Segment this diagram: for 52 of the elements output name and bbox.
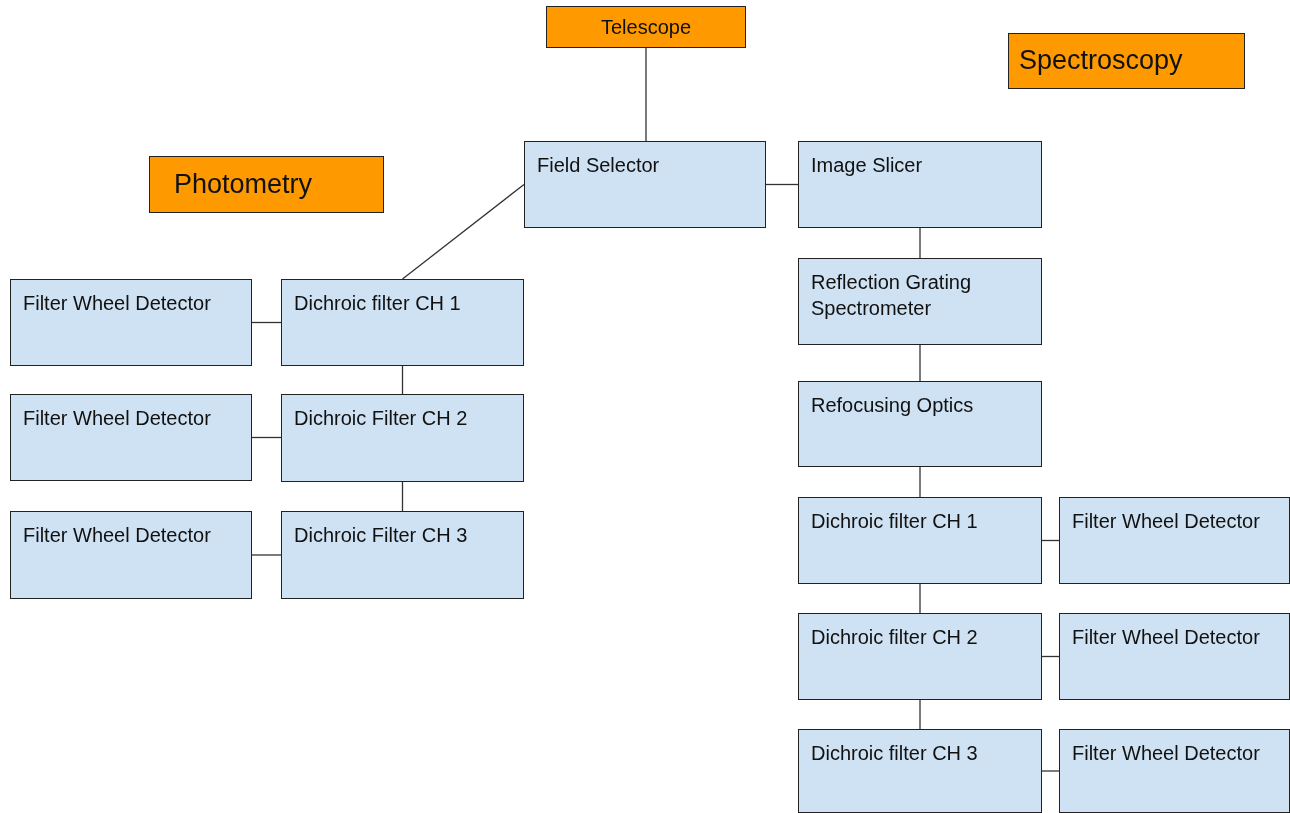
connector-line	[401, 365, 404, 395]
process-box	[524, 141, 766, 228]
process-box	[798, 729, 1042, 813]
category-box	[149, 156, 384, 213]
process-box	[281, 394, 524, 482]
connector-line	[919, 583, 921, 614]
box-label: Dichroic filter CH 1	[294, 291, 461, 316]
box-label: Filter Wheel Detector	[23, 523, 211, 548]
box-label: Filter Wheel Detector	[1072, 509, 1260, 534]
connector-line	[919, 344, 921, 382]
box-label: Refocusing Optics	[811, 393, 974, 418]
connector-line	[919, 699, 921, 730]
connector-line	[251, 436, 282, 439]
connector-line	[401, 481, 404, 512]
process-box	[1059, 729, 1290, 813]
box-label: Dichroic filter CH 2	[811, 625, 978, 650]
connector-line	[401, 183, 525, 280]
process-box	[10, 279, 252, 366]
process-box	[798, 381, 1042, 467]
category-box	[546, 6, 746, 48]
process-box	[281, 511, 524, 599]
process-box	[281, 279, 524, 366]
box-label: Filter Wheel Detector	[23, 406, 211, 431]
box-label: Spectroscopy	[1019, 44, 1183, 78]
process-box	[798, 497, 1042, 584]
process-box	[1059, 613, 1290, 700]
box-label: Telescope	[600, 15, 692, 40]
connector-line	[1041, 770, 1060, 772]
connector-line	[919, 466, 921, 498]
process-box	[798, 258, 1042, 345]
connector-line	[919, 227, 921, 259]
box-label: Dichroic filter CH 1	[811, 509, 978, 534]
process-box	[798, 141, 1042, 228]
box-label: Dichroic filter CH 3	[811, 741, 978, 766]
connector-line	[251, 321, 282, 324]
box-label: Filter Wheel Detector	[1072, 625, 1260, 650]
connector-line	[251, 554, 282, 556]
box-label: Filter Wheel Detector	[1072, 741, 1260, 766]
process-box	[798, 613, 1042, 700]
box-label: Image Slicer	[811, 153, 923, 178]
process-box	[10, 511, 252, 599]
box-label: Photometry	[174, 167, 313, 201]
box-label: Filter Wheel Detector	[23, 291, 211, 316]
category-box	[1008, 33, 1245, 89]
box-label: Reflection Grating Spectrometer	[811, 270, 973, 321]
process-box	[1059, 497, 1290, 584]
box-label: Field Selector	[537, 153, 660, 178]
box-label: Dichroic Filter CH 2	[294, 406, 468, 431]
connector-line	[765, 183, 799, 186]
connector-line	[645, 47, 647, 142]
process-box	[10, 394, 252, 481]
box-label: Dichroic Filter CH 3	[294, 523, 468, 548]
